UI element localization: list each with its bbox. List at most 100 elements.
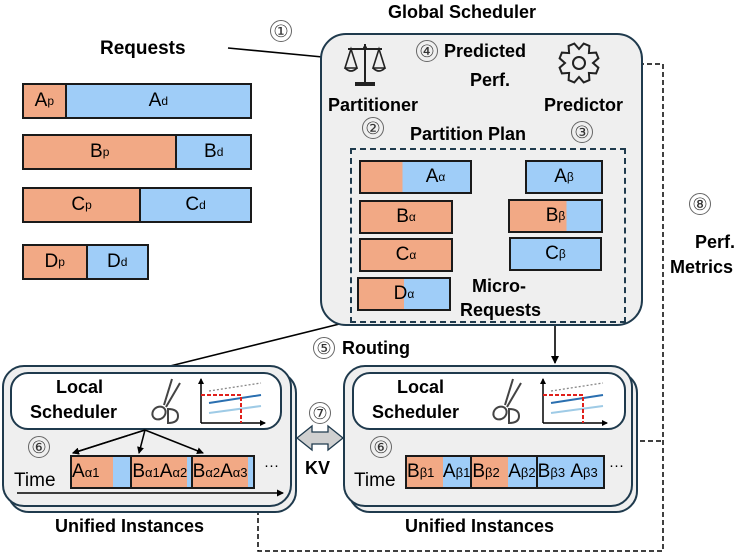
segment-label: B [192,461,206,482]
segment-subscript: β2 [520,464,536,480]
segment-subscript: α [408,210,416,224]
segment-label: B [537,461,551,482]
segment-subscript: β1 [419,464,435,480]
step-5-badge: ⑤ [313,337,335,359]
segment-subscript: d [120,255,128,269]
requests-label: Requests [100,38,186,59]
threshold-chart-icon [198,378,266,426]
ellipsis-2: ··· [609,457,624,474]
segment-label: C [71,194,86,215]
segment-label: B [407,461,420,482]
scissor-handle [508,407,521,425]
segment-label: D [393,283,408,304]
ellipsis-1: ··· [264,457,279,474]
predicted-perf-line2: Perf. [470,70,511,90]
threshold-line [201,394,242,423]
decode-chunk [247,457,253,487]
scissor-handle [151,405,167,421]
segment-label: A [442,461,456,482]
segment-label: A [72,461,85,482]
scissor-blade [163,378,173,406]
segment-label: B [545,205,559,226]
segment-label: A [220,461,233,482]
segment-label: B [90,141,103,162]
segment-subscript: β [558,209,566,223]
scales-icon [343,44,387,86]
step-4-badge: ④ [416,40,438,62]
segment-subscript: p [58,255,65,269]
segment-label: B [472,461,486,482]
segment-subscript: β1 [455,464,471,480]
threshold-line [543,394,584,423]
segment-subscript: α1 [84,464,100,480]
latency-line-light [550,405,604,414]
segment-label: A [34,90,48,111]
step-6-badge-2: ⑥ [370,436,392,458]
segment-subscript: α2 [172,464,188,480]
segment-label: A [159,461,173,482]
segment-subscript: p [85,198,92,212]
micro-requests-line1: Micro- [472,276,526,296]
segment-subscript: β [566,170,574,184]
step-8-badge: ⑧ [689,193,711,215]
arrow-requests-to-partitioner [227,47,334,62]
segment-subscript: α [438,170,446,184]
step-6-badge-1: ⑥ [28,436,50,458]
local-scheduler-1-line1: Local [56,377,104,397]
segment-label: C [185,194,200,215]
segment-label: A [148,90,162,111]
perf-metrics-line1: Perf. [695,232,736,252]
segment-label: B [204,141,217,162]
local-scheduler-1-line2: Scheduler [30,402,118,422]
segment-subscript: α1 [145,464,160,480]
segment-subscript: p [102,145,110,159]
scissors-icon [492,378,522,425]
routing-label: Routing [342,338,410,358]
scissor-blade [165,382,181,408]
segment-label: C [395,244,410,265]
micro-requests-box [350,148,626,323]
segment-label: D [107,251,121,272]
local-scheduler-2-line2: Scheduler [372,402,460,422]
segment-subscript: β [558,247,566,261]
segment-label: A [425,166,439,187]
decode-chunk [187,457,191,487]
segment-label: A [554,166,567,187]
scissor-handle [492,405,508,421]
instance-1-caption: Unified Instances [55,516,205,536]
decode-chunk [112,457,131,487]
segment-label: B [396,206,409,227]
instance-2-caption: Unified Instances [405,516,555,536]
partition-plan-label: Partition Plan [410,124,527,144]
